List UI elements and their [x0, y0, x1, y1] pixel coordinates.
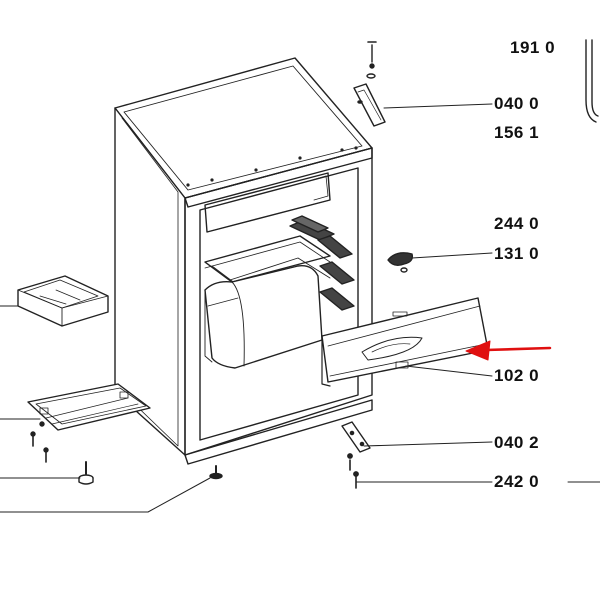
part-label-040-2: 040 2: [494, 433, 540, 452]
door-stop-131-0: [387, 252, 414, 273]
highlight-arrow: [465, 340, 552, 361]
bottom-hinge-040-2: [341, 421, 371, 489]
part-label-156-1: 156 1: [494, 123, 540, 142]
part-label-191-0: 191 0: [510, 38, 556, 57]
fridge-cabinet: [114, 57, 373, 465]
part-label-040-0: 040 0: [494, 94, 540, 113]
freezer-compartment: [204, 172, 331, 233]
door-gasket: [585, 39, 599, 123]
part-label-242-0: 242 0: [494, 472, 540, 491]
leader-lines: [0, 103, 600, 513]
shelf: [204, 235, 331, 285]
adjustable-feet: [78, 461, 223, 485]
top-hinge-040-0: [353, 41, 386, 127]
ice-tray: [17, 275, 109, 327]
door-panel-102-0: [321, 297, 489, 387]
bottom-rail: [27, 383, 151, 463]
part-label-244-0: 244 0: [494, 214, 540, 233]
crisper-box: [204, 265, 323, 369]
side-rails: [229, 215, 355, 311]
part-label-102-0: 102 0: [494, 366, 540, 385]
part-label-131-0: 131 0: [494, 244, 540, 263]
